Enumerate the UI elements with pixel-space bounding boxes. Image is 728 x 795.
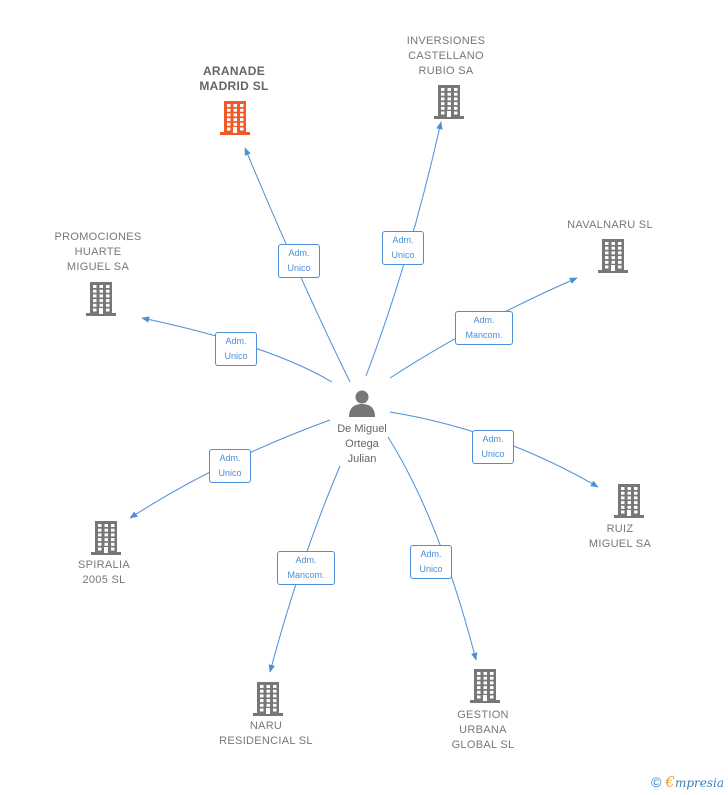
building-icon — [598, 239, 628, 273]
company-name[interactable]: GESTION URBANA GLOBAL SL — [451, 709, 515, 751]
edge-gestion — [387, 436, 478, 661]
building-icon — [91, 521, 121, 555]
building-icon — [614, 484, 644, 518]
company-name[interactable]: NARU RESIDENCIAL SL — [219, 720, 313, 747]
role-label-promociones: Adm. Unico — [215, 332, 257, 366]
company-name[interactable]: NAVALNARU SL — [567, 219, 653, 231]
building-icon — [434, 85, 464, 119]
building-icon — [220, 101, 250, 135]
building-icon — [86, 282, 116, 316]
role-label-spiralia: Adm. Unico — [209, 449, 251, 483]
company-name[interactable]: PROMOCIONES HUARTE MIGUEL SA — [54, 231, 142, 273]
role-label-gestion: Adm. Unico — [410, 545, 452, 579]
role-label-naru: Adm. Mancom. — [277, 551, 335, 585]
company-name[interactable]: RUIZ MIGUEL SA — [588, 523, 652, 550]
brand-name: mpresia — [674, 776, 724, 790]
role-label-navalnaru: Adm. Mancom. — [455, 311, 513, 345]
role-label-ruiz: Adm. Unico — [472, 430, 514, 464]
brand-watermark: ©€mpresia — [651, 773, 724, 791]
company-name[interactable]: INVERSIONES CASTELLANO RUBIO SA — [406, 35, 486, 77]
person-name[interactable]: De Miguel Ortega Julian — [337, 423, 387, 465]
copyright-symbol: © — [651, 774, 662, 790]
role-label-inversiones: Adm. Unico — [382, 231, 424, 265]
company-name[interactable]: SPIRALIA 2005 SL — [78, 559, 130, 586]
company-name[interactable]: ARANADE MADRID SL — [199, 64, 269, 93]
building-icon — [253, 682, 283, 716]
building-icon — [470, 669, 500, 703]
role-label-aranade: Adm. Unico — [278, 244, 320, 278]
brand-e-logo: € — [665, 773, 675, 791]
person-icon — [349, 390, 375, 417]
